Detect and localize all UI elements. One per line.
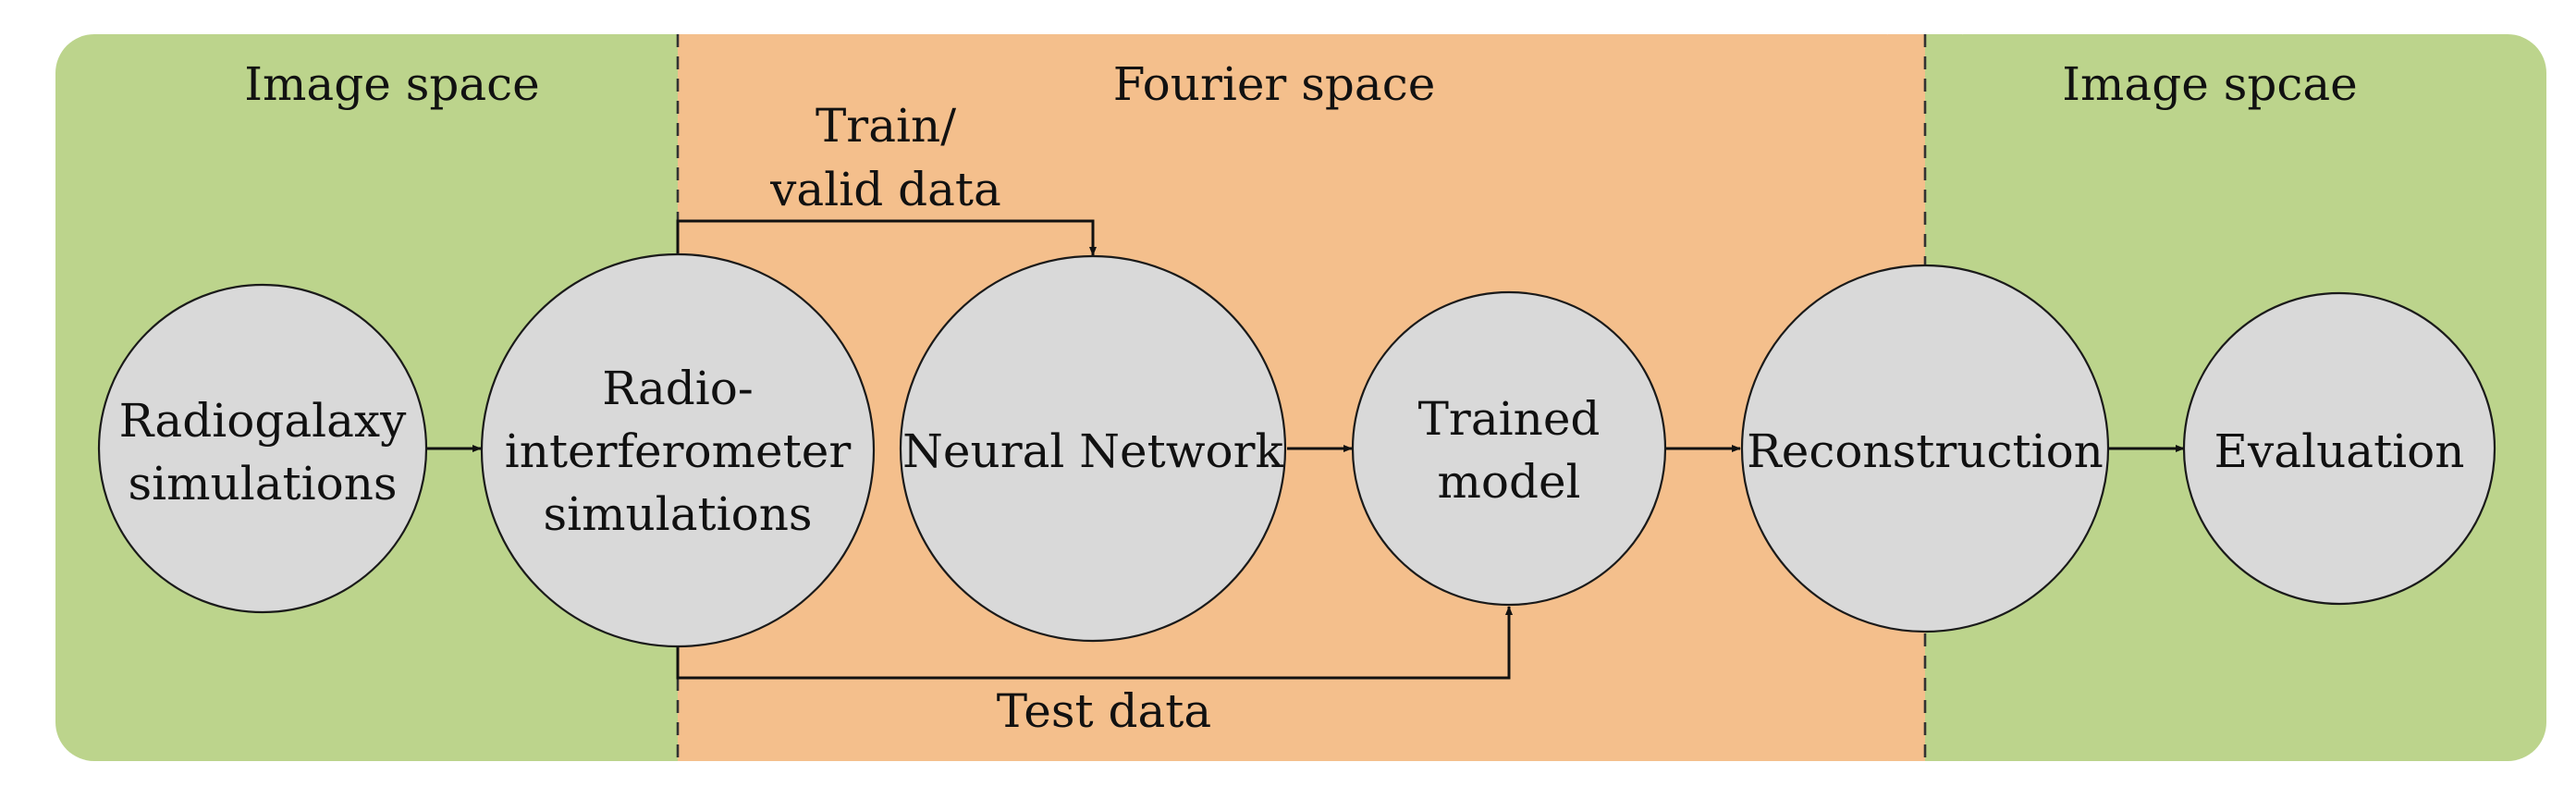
node-label: Evaluation xyxy=(2214,424,2465,478)
node-label: Radiogalaxy xyxy=(119,394,408,448)
node-trained-model: Trained model xyxy=(1351,290,1667,607)
node-label: simulations xyxy=(128,457,397,510)
region-title-fourier-space: Fourier space xyxy=(1113,57,1436,111)
node-label: Trained xyxy=(1418,392,1601,446)
node-evaluation: Evaluation xyxy=(2182,291,2496,606)
node-radio-interferometer: Radio- interferometer simulations xyxy=(480,252,876,648)
edge-interferometer-to-network xyxy=(676,219,1097,256)
node-label: simulations xyxy=(543,487,812,541)
node-label: model xyxy=(1437,455,1580,509)
edge-label-train-valid: Train/ xyxy=(816,99,956,153)
edge-label-train-valid-line2: valid data xyxy=(769,163,1001,216)
node-reconstruction: Reconstruction xyxy=(1740,264,2110,633)
node-neural-network: Neural Network xyxy=(899,254,1287,643)
region-title-image-space-right: Image spcae xyxy=(2062,57,2358,111)
node-label: Neural Network xyxy=(902,424,1283,478)
node-label: interferometer xyxy=(505,424,852,478)
node-label: Radio- xyxy=(602,362,754,415)
region-title-image-space-left: Image space xyxy=(244,57,540,111)
node-radiogalaxy: Radiogalaxy simulations xyxy=(97,283,428,614)
edge-interferometer-to-model xyxy=(676,606,1513,680)
node-label: Reconstruction xyxy=(1747,424,2104,478)
edge-label-test-data: Test data xyxy=(997,684,1211,738)
